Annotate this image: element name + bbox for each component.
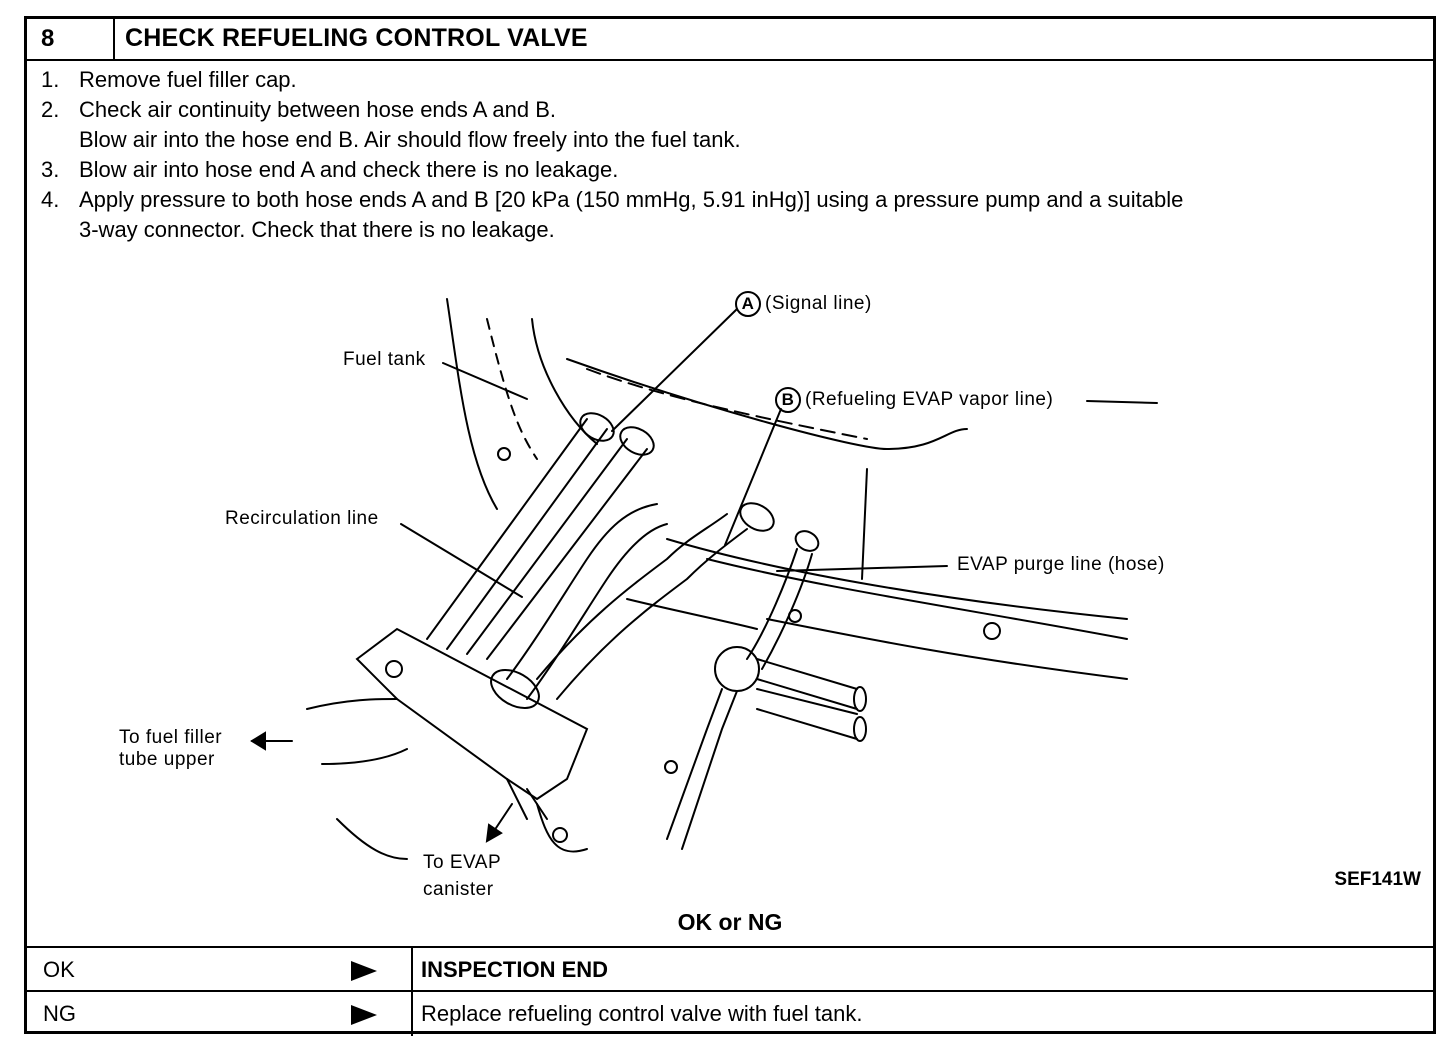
procedure-title: CHECK REFUELING CONTROL VALVE: [125, 24, 588, 52]
list-item-text: Remove fuel filler cap.: [79, 67, 297, 92]
procedure-header: 8 CHECK REFUELING CONTROL VALVE: [27, 19, 1433, 61]
evap-canister-line-2: canister: [423, 879, 494, 900]
list-item-text: Check air continuity between hose ends A…: [79, 97, 556, 122]
recirculation-line-label: Recirculation line: [225, 508, 379, 529]
evap-canister-line-1: To EVAP: [423, 852, 502, 873]
list-item-number: 3.: [41, 157, 60, 182]
hose-end-a-marker: A: [735, 291, 761, 317]
list-item: 1. Remove fuel filler cap.: [41, 65, 1421, 95]
arrow-right-icon: [351, 961, 377, 981]
evap-purge-line-label: EVAP purge line (hose): [957, 554, 1165, 575]
list-item-text: 3-way connector. Check that there is no …: [79, 217, 555, 242]
column-divider: [411, 992, 413, 1036]
step-number: 8: [27, 19, 115, 59]
list-item: 3. Blow air into hose end A and check th…: [41, 155, 1421, 185]
result-action: Replace refueling control valve with fue…: [421, 1001, 863, 1026]
valve-diagram: A(Signal line) B(Refueling EVAP vapor li…: [67, 259, 1437, 919]
evap-canister-label: To EVAP canister: [423, 849, 501, 903]
result-row-ng: NG Replace refueling control valve with …: [27, 990, 1433, 1036]
signal-line-label: A(Signal line): [735, 291, 872, 317]
list-item-number: 4.: [41, 187, 60, 212]
signal-line-text: (Signal line): [765, 293, 872, 314]
list-item-number: 1.: [41, 67, 60, 92]
fuel-filler-line-2: tube upper: [119, 749, 215, 770]
result-row-ok: OK INSPECTION END: [27, 946, 1433, 992]
result-action: INSPECTION END: [421, 957, 609, 982]
refueling-line-label: B(Refueling EVAP vapor line): [775, 387, 1053, 413]
procedure-box: 8 CHECK REFUELING CONTROL VALVE 1. Remov…: [24, 16, 1437, 1036]
column-divider: [411, 948, 413, 992]
list-item-text: Apply pressure to both hose ends A and B…: [79, 187, 1184, 212]
fuel-tank-label: Fuel tank: [343, 349, 426, 370]
list-item-text: Blow air into hose end A and check there…: [79, 157, 619, 182]
fuel-filler-label: To fuel filler tube upper: [119, 727, 222, 771]
result-key: NG: [43, 1001, 76, 1026]
hose-drawing: [250, 298, 1158, 860]
list-item-text: Blow air into the hose end B. Air should…: [79, 127, 741, 152]
list-item-number: 2.: [41, 97, 60, 122]
fuel-filler-line-1: To fuel filler: [119, 727, 223, 748]
ok-ng-heading: OK or NG: [677, 909, 783, 935]
list-item: 4. Apply pressure to both hose ends A an…: [41, 185, 1421, 245]
step-list: 1. Remove fuel filler cap. 2. Check air …: [41, 65, 1421, 245]
result-key: OK: [43, 957, 75, 982]
list-item: 2. Check air continuity between hose end…: [41, 95, 1421, 155]
hose-end-b-marker: B: [775, 387, 801, 413]
refueling-line-text: (Refueling EVAP vapor line): [805, 389, 1054, 410]
arrow-right-icon: [351, 1005, 377, 1025]
figure-code: SEF141W: [1334, 869, 1421, 890]
